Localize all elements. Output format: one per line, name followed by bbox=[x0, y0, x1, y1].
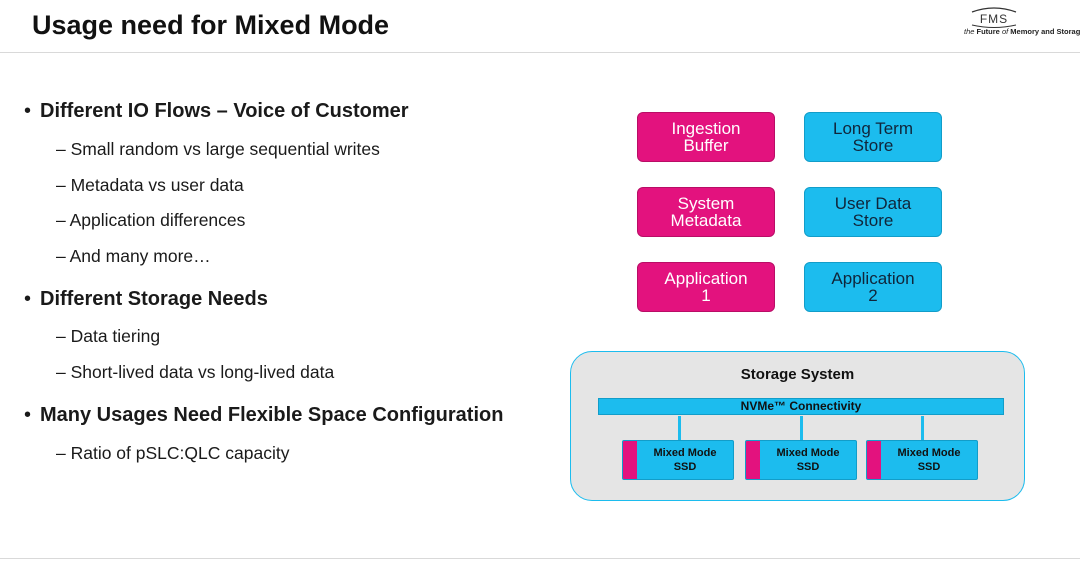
storage-system-title: Storage System bbox=[740, 366, 855, 383]
sub-bullet: – Metadata vs user data bbox=[56, 175, 244, 195]
sub-bullet: – Small random vs large sequential write… bbox=[56, 139, 380, 159]
pslc-segment bbox=[623, 441, 637, 479]
fms-logo-icon: FMS bbox=[971, 7, 1017, 28]
logo-tagline: the Future of Memory and Storage bbox=[964, 27, 1080, 36]
nvme-connectivity-bar: NVMe™ Connectivity bbox=[598, 398, 1004, 415]
bullet-io-flows: •Different IO Flows – Voice of Customer bbox=[24, 100, 409, 122]
sub-bullet: – And many more… bbox=[56, 246, 211, 266]
connector-line bbox=[800, 416, 803, 440]
footer-divider bbox=[0, 558, 1080, 559]
svg-text:FMS: FMS bbox=[980, 12, 1008, 26]
sub-bullet: – Short-lived data vs long-lived data bbox=[56, 362, 335, 382]
connector-line bbox=[921, 416, 924, 440]
storage-system-panel: Storage System NVMe™ Connectivity Mixed … bbox=[570, 351, 1025, 501]
sub-bullet: – Data tiering bbox=[56, 326, 161, 346]
connector-line bbox=[678, 416, 681, 440]
fms-logo: FMS the Future of Memory and Storage bbox=[964, 6, 1080, 36]
pslc-segment bbox=[867, 441, 881, 479]
pslc-segment bbox=[746, 441, 760, 479]
bullet-flexible-space: •Many Usages Need Flexible Space Configu… bbox=[24, 404, 504, 426]
header-divider bbox=[0, 52, 1080, 53]
slide-title: Usage need for Mixed Mode bbox=[32, 10, 390, 40]
sub-bullet: – Application differences bbox=[56, 210, 246, 230]
bullet-storage-needs: •Different Storage Needs bbox=[24, 288, 268, 310]
sub-bullet: – Ratio of pSLC:QLC capacity bbox=[56, 443, 290, 463]
